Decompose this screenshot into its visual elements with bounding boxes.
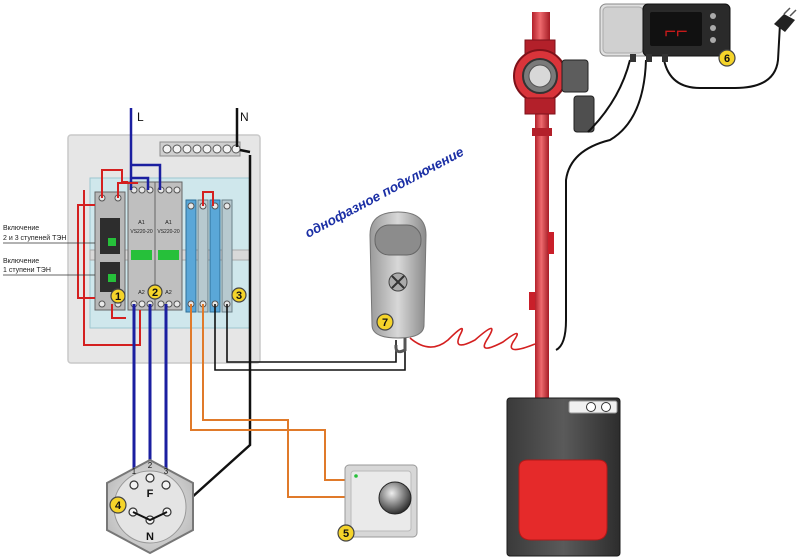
boiler-thermostat — [369, 211, 536, 354]
coil-a1-label: A1 — [138, 220, 145, 226]
heater-terminal-2: 2 — [148, 461, 153, 470]
heater-terminal-3: 3 — [164, 467, 169, 476]
marker-2: 2 — [147, 284, 163, 300]
coil-a2-label: A2 — [138, 290, 145, 296]
neutral-label: N — [240, 110, 249, 124]
heater-phase-wires — [132, 304, 168, 478]
svg-text:3: 3 — [236, 290, 242, 302]
svg-text:1 ступени ТЭН: 1 ступени ТЭН — [3, 267, 51, 274]
heater-fuse-label: F — [147, 488, 154, 500]
neutral-wire-n — [179, 108, 252, 509]
phase-wire-l — [129, 108, 162, 190]
heater-element: 1 2 3 F N — [106, 458, 194, 555]
phase-label: L — [137, 110, 144, 124]
heater-neutral-label: N — [146, 531, 154, 543]
pump-controller: ⌐⌐ — [599, 3, 731, 62]
power-plug — [774, 7, 797, 32]
svg-text:5: 5 — [343, 528, 349, 540]
svg-text:2: 2 — [152, 287, 158, 299]
contactor-model-label: VS220-20 — [130, 229, 152, 235]
contactor-model-label: VS220-20 — [157, 229, 179, 235]
boiler-tank — [506, 397, 621, 557]
heater-terminal-1: 1 — [132, 467, 137, 476]
circulation-pump — [513, 39, 595, 133]
marker-6: 6 — [718, 49, 736, 67]
svg-text:6: 6 — [724, 53, 730, 65]
sensor-wire-orange — [190, 304, 360, 498]
circuit-breaker — [94, 191, 126, 311]
controller-cables — [555, 23, 781, 351]
control-wire-red — [77, 169, 214, 346]
marker-5: 5 — [337, 524, 355, 542]
svg-text:Включение: Включение — [3, 225, 39, 232]
marker-7: 7 — [376, 313, 394, 331]
coil-a1-label: A1 — [165, 220, 172, 226]
marker-1: 1 — [110, 288, 126, 304]
svg-text:2 и 3 ступеней ТЭН: 2 и 3 ступеней ТЭН — [3, 234, 66, 242]
marker-3: 3 — [231, 287, 247, 303]
svg-text:Включение: Включение — [3, 258, 39, 265]
marker-4: 4 — [109, 496, 127, 514]
svg-text:1: 1 — [115, 291, 121, 303]
controller-display: ⌐⌐ — [664, 21, 687, 43]
stage-2-3-label: Включение 2 и 3 ступеней ТЭН — [3, 225, 95, 244]
stage-1-label: Включение 1 ступени ТЭН — [3, 258, 95, 276]
room-thermostat — [344, 464, 418, 538]
coil-a2-label: A2 — [165, 290, 172, 296]
svg-text:4: 4 — [115, 500, 122, 512]
terminal-bus-bar — [159, 141, 241, 157]
svg-text:7: 7 — [382, 317, 388, 329]
